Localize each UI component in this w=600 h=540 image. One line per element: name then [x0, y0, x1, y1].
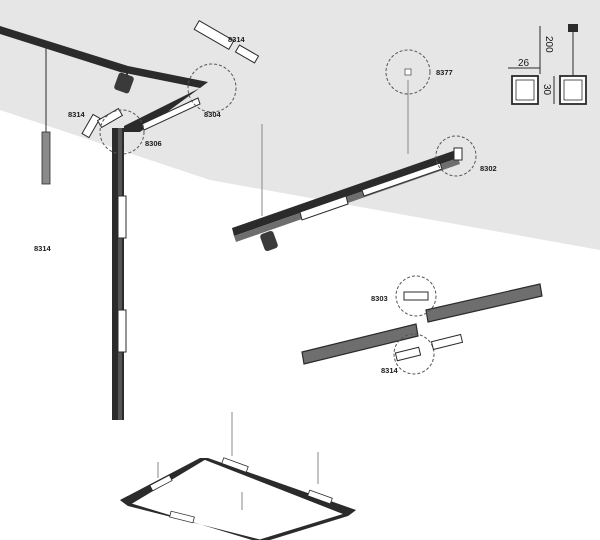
frame-corner-light-3 — [307, 489, 333, 505]
ceiling-plane — [0, 0, 600, 250]
frame-corner-light-2 — [221, 457, 249, 473]
suspended-light-module — [361, 162, 443, 197]
label-8377: 8377 — [436, 68, 453, 77]
callout-circle-8304 — [187, 63, 237, 113]
end-cap-8302 — [453, 147, 463, 161]
label-8314-left: 8314 — [68, 110, 86, 119]
label-8303: 8303 — [371, 294, 388, 303]
profile-height-label: 30 — [541, 84, 552, 96]
spotlight-upper — [114, 69, 134, 94]
suspended-spot-module — [299, 195, 349, 221]
ceiling-rail — [0, 26, 208, 88]
pendant-lamp — [41, 131, 51, 185]
profile-detail: 26 30 200 — [508, 24, 587, 105]
corner-track-assembly — [0, 19, 260, 420]
frame-corner-light-4 — [169, 510, 195, 524]
join-rail-left — [301, 323, 419, 365]
wall-connector-lower — [117, 309, 127, 353]
callout-circle-8377 — [385, 49, 431, 95]
connector-8314-right — [394, 333, 464, 362]
callout-circle-8306 — [99, 109, 145, 155]
label-8314-right: 8314 — [381, 366, 399, 375]
callout-circle-8303 — [395, 275, 437, 317]
spotlight-suspended — [260, 230, 278, 252]
frame-rail-front-right — [258, 510, 356, 540]
label-8302: 8302 — [480, 164, 497, 173]
label-8306: 8306 — [145, 139, 162, 148]
wall-connector-upper — [117, 195, 127, 239]
profile-suspension-label: 200 — [543, 36, 554, 53]
join-rail-right — [425, 283, 543, 323]
rectangular-frame-assembly — [120, 412, 356, 540]
frame-corner-light-1 — [149, 474, 173, 492]
frame-rail-back-right — [200, 458, 356, 516]
label-8304: 8304 — [204, 110, 222, 119]
profile-width-label: 26 — [518, 58, 530, 69]
callout-circle-8302 — [435, 135, 477, 177]
label-8314-top: 8314 — [228, 35, 246, 44]
connector-8314-left — [81, 107, 124, 139]
linear-light-module — [141, 97, 201, 131]
suspended-rail — [232, 150, 458, 236]
connector-8314-top — [193, 19, 260, 64]
label-8314-wall: 8314 — [34, 244, 52, 253]
join-plate-8303 — [403, 291, 429, 301]
join-assembly — [301, 275, 543, 375]
ceiling-rail-return — [124, 82, 208, 132]
suspended-linear-assembly — [232, 49, 477, 252]
ceiling-anchor-8377 — [404, 68, 412, 76]
wall-rail-inner — [118, 128, 122, 420]
callout-circle-8314-right — [393, 333, 435, 375]
